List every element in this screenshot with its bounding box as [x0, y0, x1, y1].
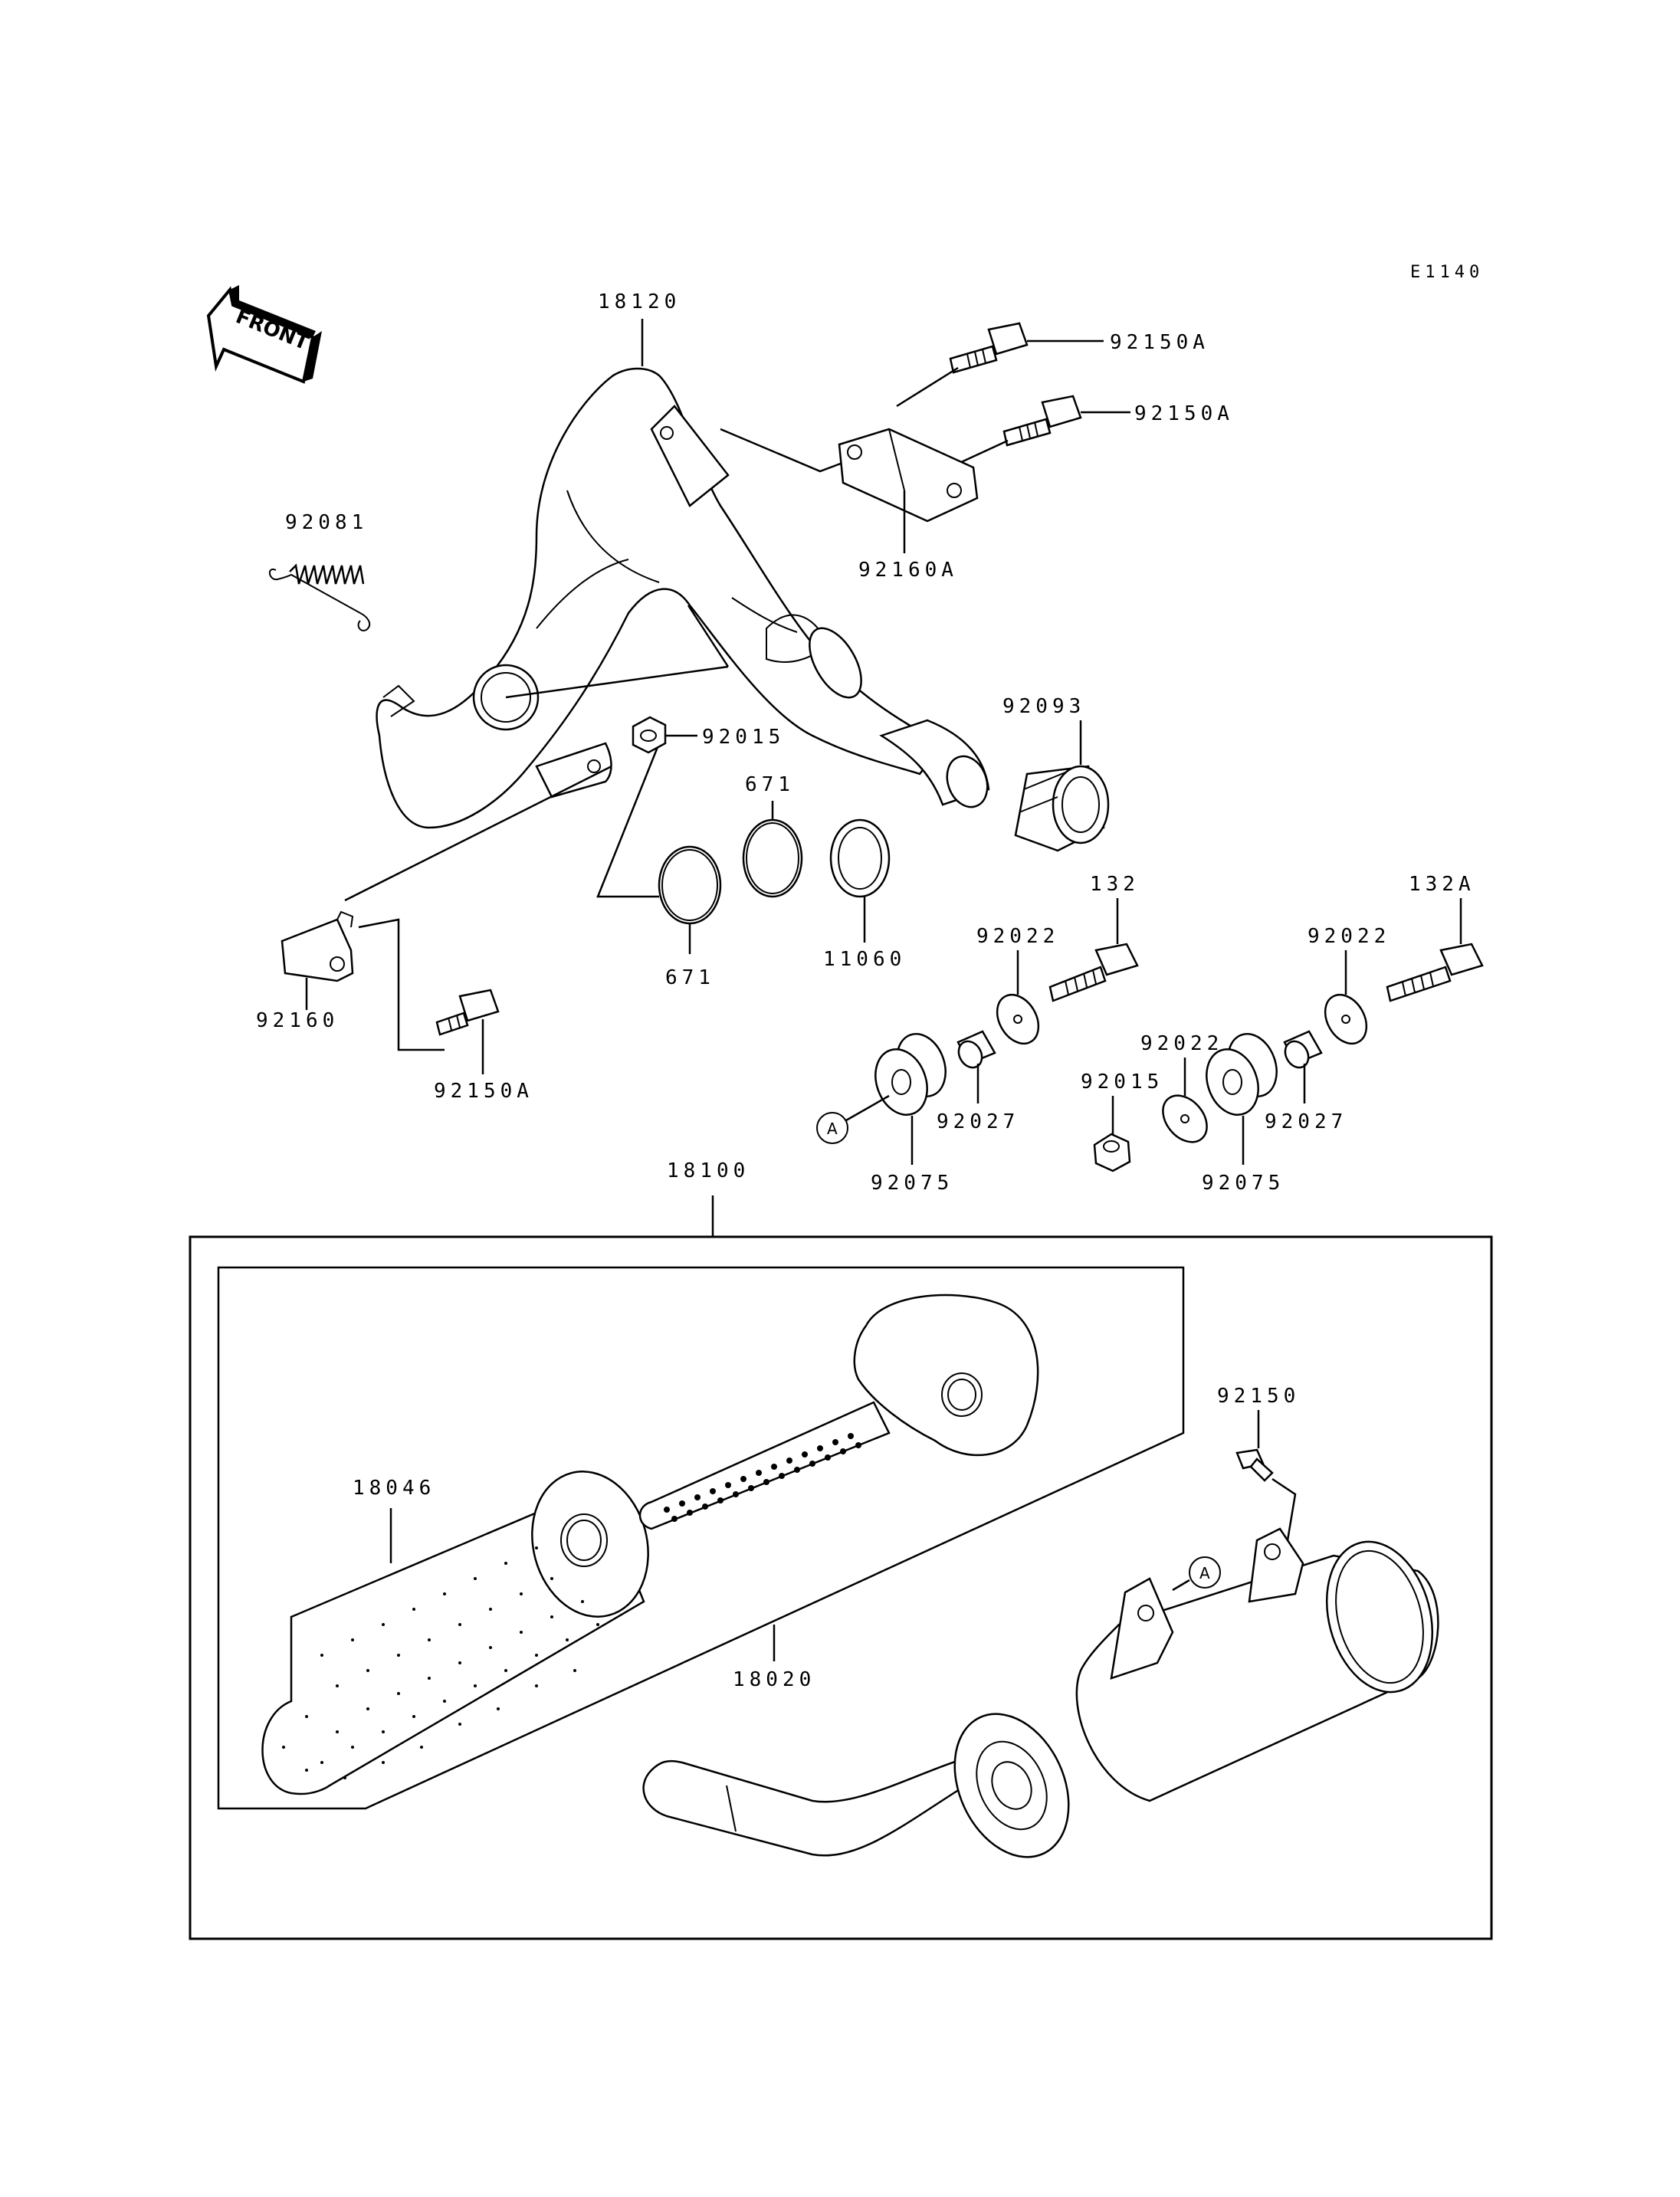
- bracket-92160: [281, 910, 354, 982]
- packing-18046: [261, 1471, 649, 1795]
- label-92160A: 92160A: [858, 559, 958, 582]
- label-92081: 92081: [285, 511, 368, 534]
- bolt-92150A-2: [1002, 395, 1082, 447]
- diagram-code: E1140: [1410, 263, 1484, 282]
- label-132A: 132A: [1409, 873, 1475, 896]
- label-18120: 18120: [598, 290, 681, 313]
- label-18046: 18046: [353, 1477, 435, 1500]
- bolt-92150A-3: [435, 989, 500, 1036]
- collar-92027-2: [1283, 1030, 1323, 1069]
- label-92093: 92093: [1002, 695, 1085, 718]
- front-arrow-icon: FRONT: [206, 285, 322, 384]
- nut-92015-1: [632, 716, 667, 754]
- label-92027-1: 92027: [937, 1110, 1019, 1133]
- label-92022-1: 92022: [976, 925, 1059, 948]
- seal-11060: [829, 818, 891, 898]
- label-92150: 92150: [1217, 1385, 1300, 1408]
- ref-marker-a-1: A: [816, 1112, 848, 1144]
- assembly-18100-frame: [189, 1235, 1493, 1940]
- label-92075-2: 92075: [1202, 1172, 1285, 1195]
- grommet-92075-2: [1206, 1032, 1278, 1117]
- label-671-2: 671: [665, 966, 715, 989]
- bolt-92150A-1: [949, 322, 1029, 374]
- nut-92015-2: [1093, 1133, 1131, 1172]
- label-132: 132: [1090, 873, 1140, 896]
- label-92160: 92160: [256, 1009, 339, 1032]
- label-92150A-2: 92150A: [1134, 402, 1234, 425]
- inner-pipe: [638, 1294, 1039, 1530]
- grommet-92075-1: [874, 1032, 947, 1117]
- label-11060: 11060: [823, 948, 906, 971]
- label-92150A-1: 92150A: [1110, 331, 1209, 354]
- bracket-92160A: [838, 428, 979, 523]
- header-pipe: [642, 1713, 1070, 1858]
- exhaust-pipe-18120: [376, 367, 990, 829]
- ring-671-2: [658, 845, 722, 925]
- label-92027-2: 92027: [1265, 1110, 1347, 1133]
- bolt-92150: [1235, 1448, 1274, 1482]
- bolt-132: [1048, 943, 1139, 1002]
- label-92015-2: 92015: [1081, 1071, 1163, 1094]
- collar-92027-1: [956, 1030, 996, 1069]
- label-92022-2: 92022: [1308, 925, 1390, 948]
- washer-92022-2: [1324, 993, 1368, 1045]
- label-18020: 18020: [733, 1668, 815, 1691]
- label-92022-3: 92022: [1140, 1032, 1223, 1055]
- spring-92081: [269, 563, 371, 631]
- grommet-92093: [1014, 765, 1110, 852]
- svg-text:A: A: [827, 1120, 838, 1138]
- washer-92022-3: [1162, 1094, 1208, 1143]
- ring-671-1: [742, 818, 803, 898]
- svg-text:A: A: [1199, 1564, 1210, 1582]
- label-18100: 18100: [667, 1159, 750, 1182]
- label-92075-1: 92075: [871, 1172, 953, 1195]
- ref-marker-a-2: A: [1189, 1556, 1221, 1589]
- silencer-body: [1075, 1527, 1439, 1802]
- assembly-18020-frame: [217, 1266, 1185, 1810]
- bolt-132A: [1386, 943, 1484, 1002]
- label-92150A-3: 92150A: [434, 1080, 533, 1103]
- label-671-1: 671: [745, 773, 795, 796]
- washer-92022-1: [996, 993, 1040, 1045]
- label-92015-1: 92015: [702, 726, 785, 749]
